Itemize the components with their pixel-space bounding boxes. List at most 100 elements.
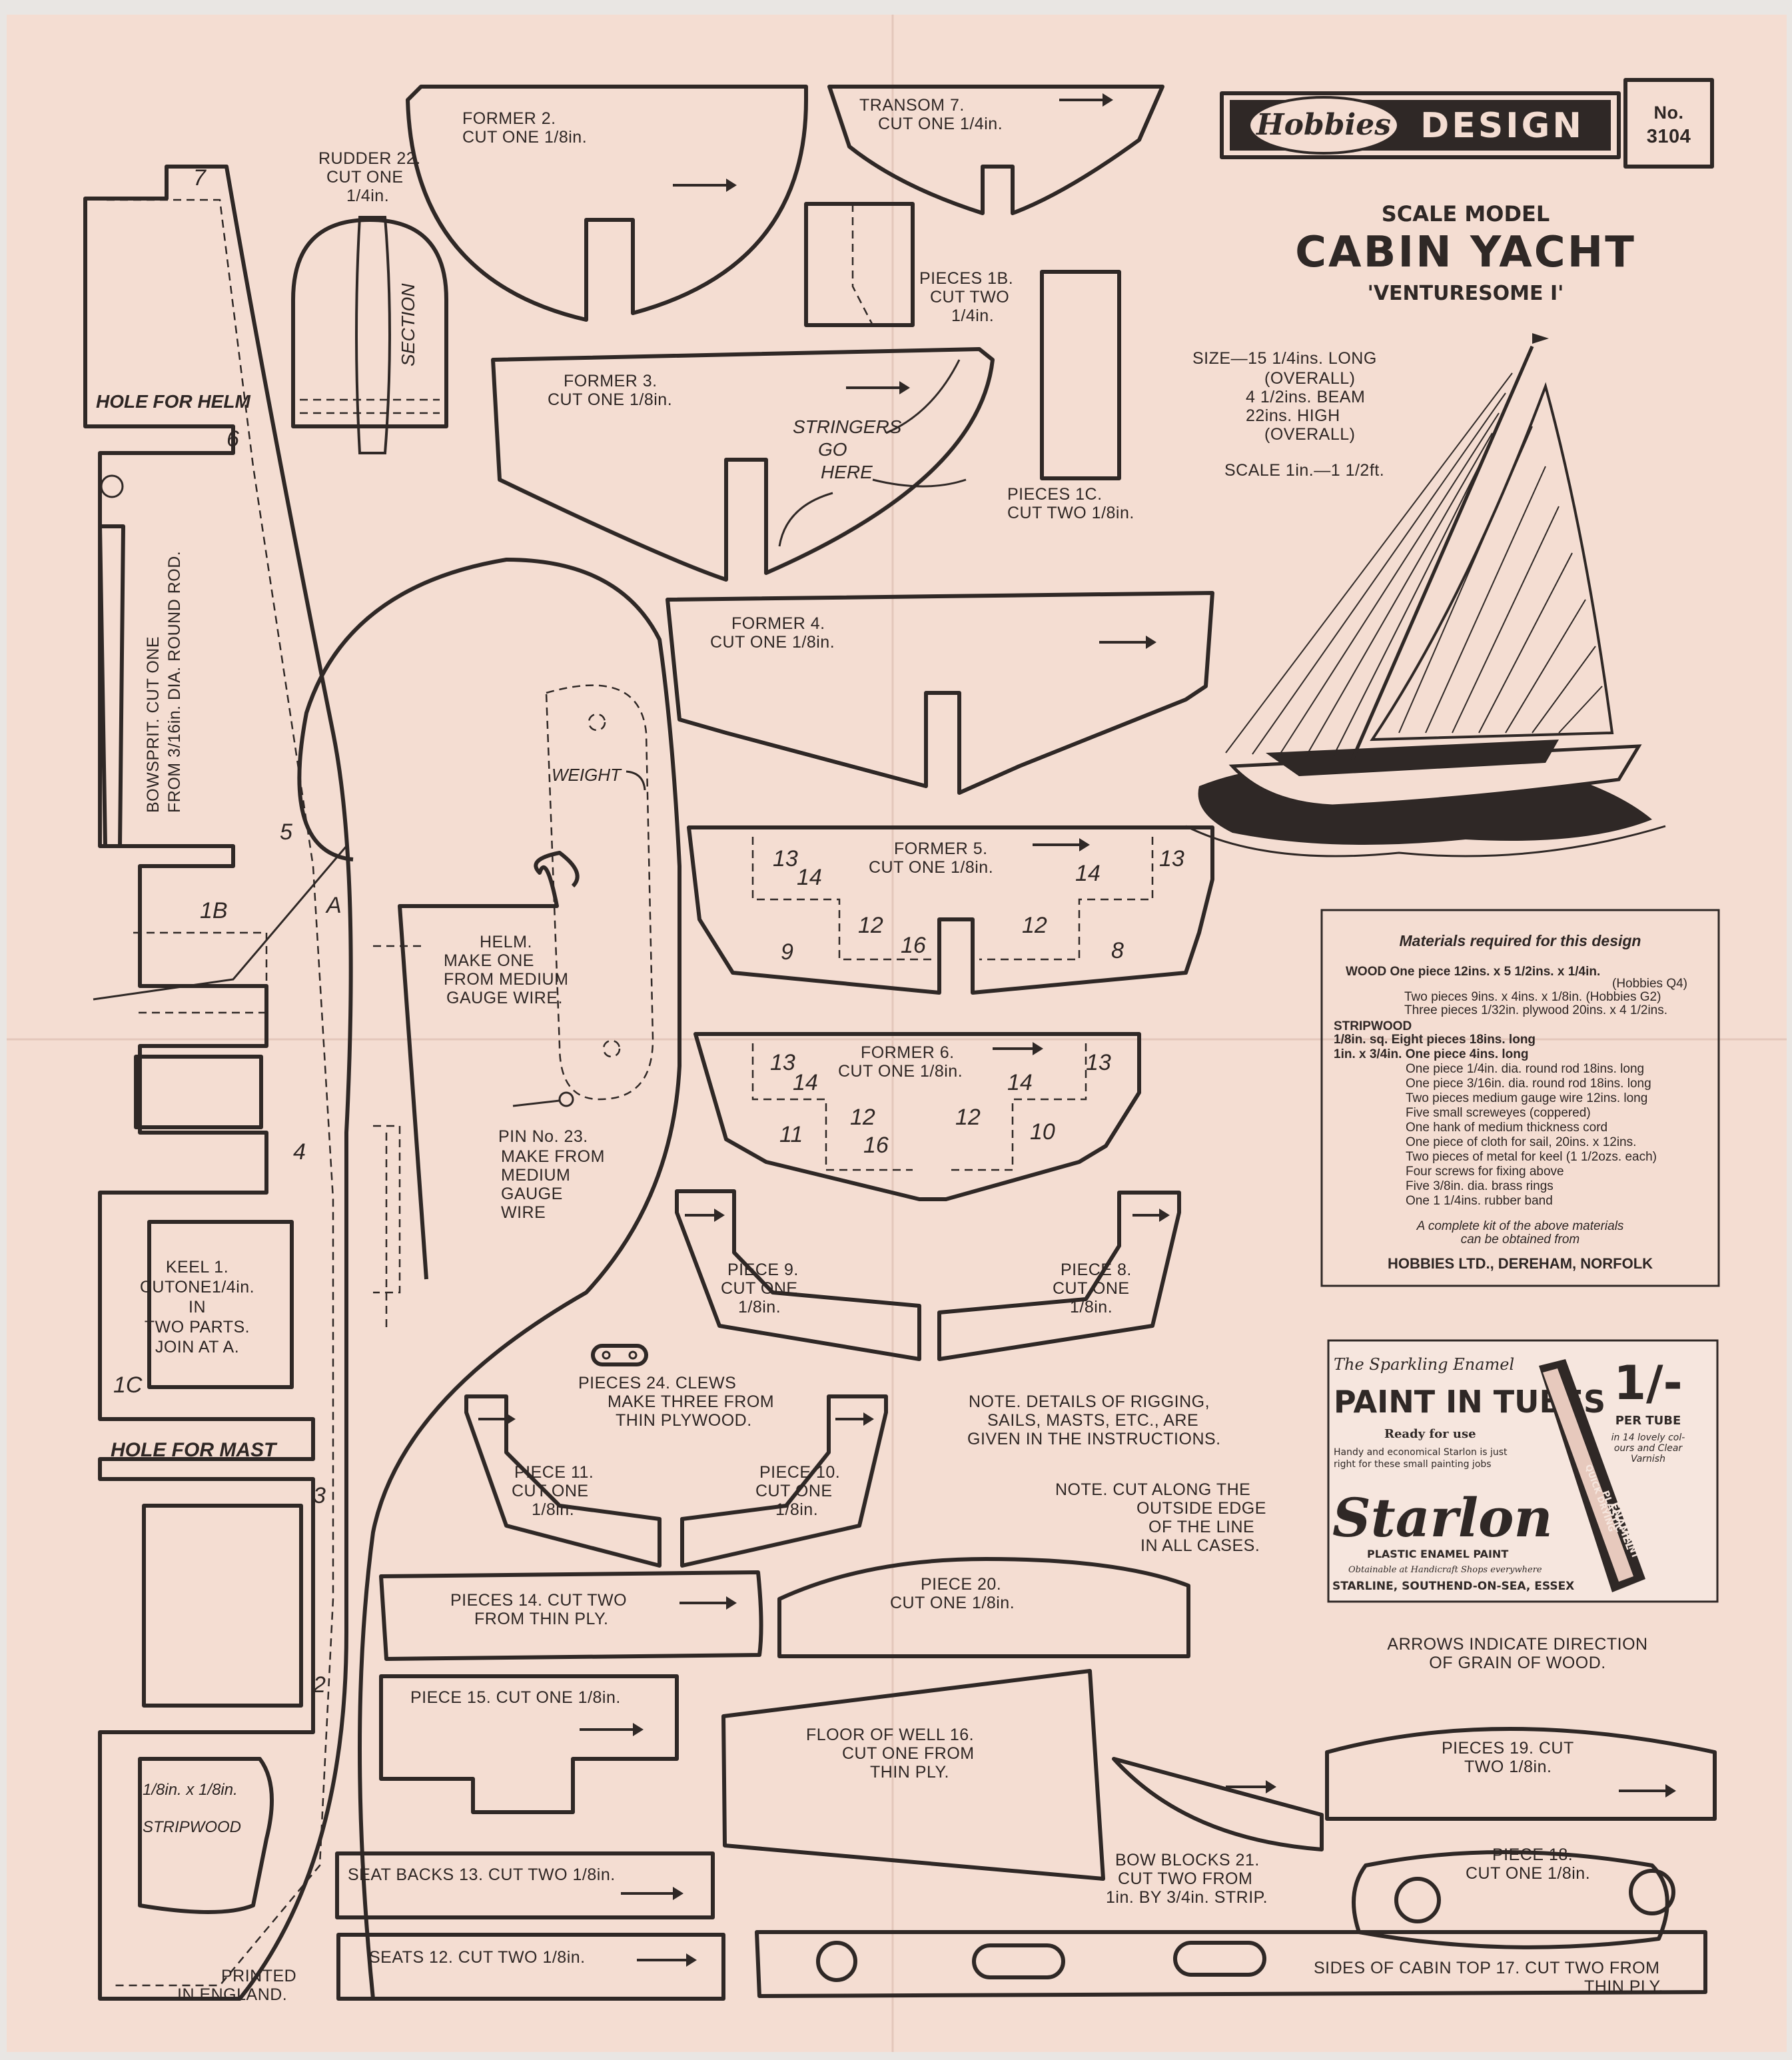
svg-text:PIECE 9.: PIECE 9. xyxy=(727,1261,799,1279)
piece-10-part: PIECE 10. CUT ONE 1/8in. xyxy=(680,1394,888,1568)
svg-text:A: A xyxy=(325,893,342,918)
ballast-curve: WEIGHT xyxy=(297,558,681,1999)
page-subtitle: 'VENTURESOME I' xyxy=(1368,282,1564,305)
svg-text:Five small screweyes (coppered: Five small screweyes (coppered) xyxy=(1406,1106,1591,1120)
keel-labels: 7 6 5 1B 4 1C 3 2 A HOLE FOR HELM HOLE F… xyxy=(96,165,342,1836)
svg-text:MAKE THREE FROM: MAKE THREE FROM xyxy=(608,1392,774,1411)
svg-text:CUT ONE FROM: CUT ONE FROM xyxy=(842,1744,975,1763)
svg-text:MEDIUM: MEDIUM xyxy=(501,1166,570,1185)
bow-blocks-21-part: BOW BLOCKS 21. CUT TWO FROM 1in. BY 3/4i… xyxy=(1106,1757,1324,1907)
svg-text:13: 13 xyxy=(770,1050,795,1075)
svg-text:Obtainable at Handicraft Shops: Obtainable at Handicraft Shops everywher… xyxy=(1348,1565,1542,1575)
svg-text:One piece of cloth for sail, 2: One piece of cloth for sail, 20ins. x 12… xyxy=(1406,1135,1636,1149)
svg-text:12: 12 xyxy=(1022,913,1047,938)
svg-text:CUT TWO FROM: CUT TWO FROM xyxy=(1118,1869,1252,1888)
svg-text:ours and Clear: ours and Clear xyxy=(1614,1443,1683,1454)
transom-7-part: TRANSOM 7. CUT ONE 1/4in. xyxy=(827,85,1164,215)
svg-text:JOIN AT A.: JOIN AT A. xyxy=(155,1338,239,1356)
svg-text:SIZE—15 1/4ins. LONG: SIZE—15 1/4ins. LONG xyxy=(1192,349,1377,368)
piece-11-part: PIECE 11. CUT ONE 1/8in. xyxy=(464,1394,662,1568)
svg-text:SEAT BACKS 13. CUT TWO 1/8in.: SEAT BACKS 13. CUT TWO 1/8in. xyxy=(348,1865,616,1884)
svg-text:Two pieces medium gauge wire 1: Two pieces medium gauge wire 12ins. long xyxy=(1406,1091,1647,1105)
svg-text:PLASTIC ENAMEL PAINT: PLASTIC ENAMEL PAINT xyxy=(1367,1548,1508,1560)
svg-text:GO: GO xyxy=(818,439,847,460)
svg-text:PIECES 1B.: PIECES 1B. xyxy=(919,269,1013,288)
svg-text:PIN No. 23.: PIN No. 23. xyxy=(498,1127,588,1146)
svg-text:MAKE FROM: MAKE FROM xyxy=(501,1147,605,1166)
svg-text:1/8in.: 1/8in. xyxy=(532,1500,574,1519)
svg-text:WOOD One piece 12ins. x 5 1/2: WOOD One piece 12ins. x 5 1/2ins. x 1/4i… xyxy=(1346,965,1600,979)
specifications: SIZE—15 1/4ins. LONG (OVERALL) 4 1/2ins.… xyxy=(1192,349,1384,480)
scale-model-label: SCALE MODEL xyxy=(1382,201,1550,227)
clews-24-part: PIECES 24. CLEWS MAKE THREE FROM THIN PL… xyxy=(578,1344,774,1430)
svg-text:BOWSPRIT. CUT ONE: BOWSPRIT. CUT ONE xyxy=(144,636,163,813)
svg-text:13: 13 xyxy=(773,846,798,871)
printed-in-england: PRINTED IN ENGLAND. xyxy=(177,1967,296,2004)
svg-text:OF THE LINE: OF THE LINE xyxy=(1148,1518,1254,1536)
yacht-illustration xyxy=(1185,333,1666,857)
svg-text:(Hobbies Q4): (Hobbies Q4) xyxy=(1612,977,1687,991)
materials-heading: Materials required for this design xyxy=(1400,932,1641,949)
svg-text:One piece 1/4in. dia. round ro: One piece 1/4in. dia. round rod 18ins. l… xyxy=(1406,1062,1644,1076)
section-label: SECTION xyxy=(398,283,418,366)
svg-text:12: 12 xyxy=(955,1105,981,1130)
svg-text:CUT ONE: CUT ONE xyxy=(1053,1279,1130,1298)
svg-text:4: 4 xyxy=(293,1139,306,1165)
piece-20-part: PIECE 20. CUT ONE 1/8in. xyxy=(777,1557,1190,1658)
note-cut: NOTE. CUT ALONG THE xyxy=(1055,1480,1250,1499)
svg-text:A complete kit of the above ma: A complete kit of the above materials xyxy=(1416,1219,1624,1233)
svg-text:CUT ONE: CUT ONE xyxy=(721,1279,798,1298)
svg-text:(OVERALL): (OVERALL) xyxy=(1264,425,1355,444)
svg-text:TWO PARTS.: TWO PARTS. xyxy=(145,1318,250,1336)
piece-9-part: PIECE 9. CUT ONE 1/8in. xyxy=(675,1189,921,1361)
svg-text:IN ALL CASES.: IN ALL CASES. xyxy=(1140,1536,1260,1555)
svg-text:(OVERALL): (OVERALL) xyxy=(1264,369,1355,388)
svg-text:5: 5 xyxy=(280,819,292,845)
svg-text:1/8in. x 1/8in.: 1/8in. x 1/8in. xyxy=(143,1781,238,1799)
svg-text:FLOOR OF WELL 16.: FLOOR OF WELL 16. xyxy=(806,1726,974,1744)
svg-text:STRIPWOOD: STRIPWOOD xyxy=(1334,1019,1412,1033)
supplier: HOBBIES LTD., DEREHAM, NORFOLK xyxy=(1388,1255,1653,1272)
svg-text:in 14 lovely col-: in 14 lovely col- xyxy=(1611,1432,1685,1443)
svg-text:TRANSOM 7.: TRANSOM 7. xyxy=(859,96,965,115)
weight-label: WEIGHT xyxy=(552,765,622,785)
hobbies-logo: Hobbies DESIGN xyxy=(1220,91,1621,159)
svg-text:GAUGE WIRE.: GAUGE WIRE. xyxy=(446,989,563,1007)
svg-text:PIECE 10.: PIECE 10. xyxy=(759,1463,840,1482)
svg-text:TWO 1/8in.: TWO 1/8in. xyxy=(1464,1758,1552,1776)
svg-text:22ins. HIGH: 22ins. HIGH xyxy=(1246,406,1340,425)
svg-text:PIECES 14. CUT TWO: PIECES 14. CUT TWO xyxy=(450,1591,627,1610)
svg-text:1/4in.: 1/4in. xyxy=(346,187,389,205)
svg-text:One piece 3/16in. dia. round r: One piece 3/16in. dia. round rod 18ins. … xyxy=(1406,1077,1651,1091)
svg-text:FROM 3/16in. DIA. ROUND ROD.: FROM 3/16in. DIA. ROUND ROD. xyxy=(165,551,184,813)
svg-text:STRINGERS: STRINGERS xyxy=(793,416,902,437)
svg-text:One 1 1/4ins. rubber band: One 1 1/4ins. rubber band xyxy=(1406,1194,1553,1208)
bowsprit-part: BOWSPRIT. CUT ONE FROM 3/16in. DIA. ROUN… xyxy=(98,474,184,848)
page-title: CABIN YACHT xyxy=(1295,228,1636,277)
svg-text:CUT ONE 1/8in.: CUT ONE 1/8in. xyxy=(890,1594,1015,1612)
hole-for-mast-label: HOLE FOR MAST xyxy=(111,1439,278,1461)
svg-text:THIN PLYWOOD.: THIN PLYWOOD. xyxy=(616,1411,752,1430)
helm-wire-part: HELM. MAKE ONE FROM MEDIUM GAUGE WIRE. xyxy=(373,851,580,1280)
notes: NOTE. DETAILS OF RIGGING, SAILS, MASTS, … xyxy=(967,1392,1647,1672)
svg-text:Four screws for fixing above: Four screws for fixing above xyxy=(1406,1165,1564,1179)
svg-text:7: 7 xyxy=(193,165,207,191)
svg-text:1in. BY 3/4in. STRIP.: 1in. BY 3/4in. STRIP. xyxy=(1106,1888,1268,1907)
svg-text:PRINTED: PRINTED xyxy=(221,1967,296,1985)
keel-outline xyxy=(83,165,353,2001)
svg-text:13: 13 xyxy=(1159,846,1184,871)
paint-tube-icon: QUICK DRYING PLASTIC ENAMEL PAINT xyxy=(1539,1359,1645,1592)
svg-text:1/8in.: 1/8in. xyxy=(775,1500,818,1519)
svg-text:CUT ONE 1/4in.: CUT ONE 1/4in. xyxy=(878,115,1003,133)
svg-text:IN: IN xyxy=(189,1298,206,1316)
svg-text:CUTONE1/4in.: CUTONE1/4in. xyxy=(140,1278,254,1296)
svg-text:WIRE: WIRE xyxy=(501,1203,546,1222)
design-number: 3104 xyxy=(1647,126,1691,147)
svg-text:CUT ONE 1/8in.: CUT ONE 1/8in. xyxy=(710,633,835,652)
svg-text:THIN PLY.: THIN PLY. xyxy=(1584,1977,1663,1996)
svg-text:Handy and economical Starlon i: Handy and economical Starlon is just xyxy=(1334,1447,1508,1458)
svg-text:1/8in. sq. Eight pieces 18i: 1/8in. sq. Eight pieces 18ins. long xyxy=(1334,1033,1536,1047)
svg-text:IN ENGLAND.: IN ENGLAND. xyxy=(177,1985,287,2004)
svg-text:can be obtained from: can be obtained from xyxy=(1461,1233,1580,1247)
